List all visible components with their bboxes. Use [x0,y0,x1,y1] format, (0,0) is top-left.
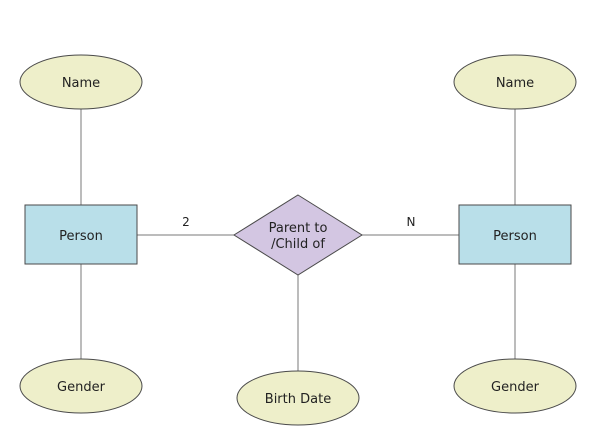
attribute-label: Gender [491,380,540,395]
attribute-right-name[interactable]: Name [453,54,577,110]
attribute-label: Name [62,76,100,91]
attribute-shape [453,358,577,414]
attribute-right-gender[interactable]: Gender [453,358,577,414]
attribute-shape [19,54,143,110]
entity-label: Person [59,229,103,244]
relationship-shape [233,194,363,276]
attribute-shape [19,358,143,414]
connector-lines [80,109,516,372]
attribute-label: Gender [57,380,106,395]
relationship-parent-child[interactable]: Parent to /Child of [233,194,363,276]
attribute-label: Name [496,76,534,91]
attribute-shape [236,370,360,426]
entity-shape [24,204,138,265]
entity-label: Person [493,229,537,244]
relationship-label-line1: Parent to [269,221,328,236]
attribute-left-gender[interactable]: Gender [19,358,143,414]
cardinality-left: 2 [182,215,190,229]
attribute-birth-date[interactable]: Birth Date [236,370,360,426]
cardinality-right: N [407,215,416,229]
attribute-shape [453,54,577,110]
attribute-label: Birth Date [265,392,331,407]
entity-shape [458,204,572,265]
entity-right-person[interactable]: Person [458,204,572,265]
entity-left-person[interactable]: Person [24,204,138,265]
relationship-label-line2: /Child of [271,237,325,252]
attribute-left-name[interactable]: Name [19,54,143,110]
